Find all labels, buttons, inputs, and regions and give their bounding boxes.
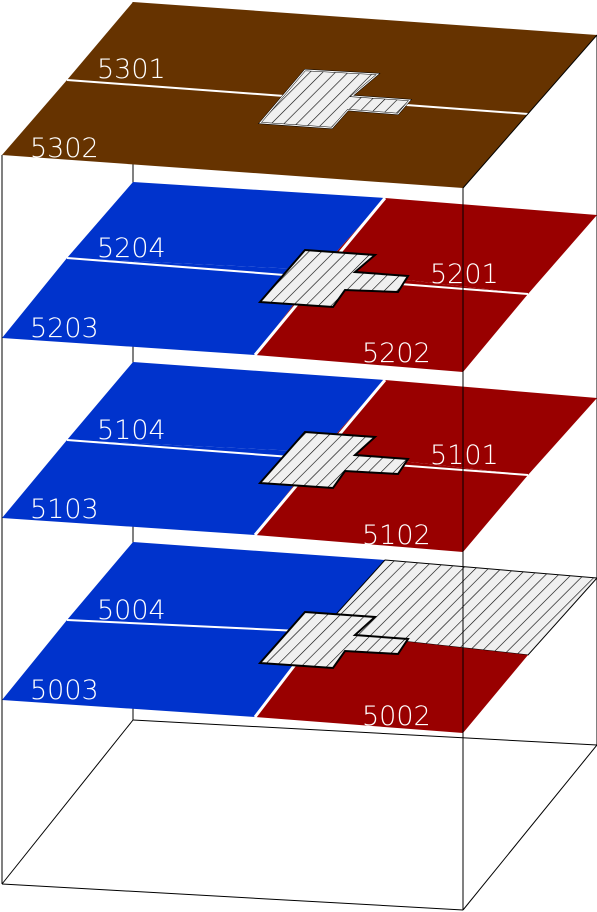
unit-label-5203: 5203: [30, 313, 99, 344]
unit-label-5103: 5103: [30, 494, 99, 525]
unit-5103-area[interactable]: [2, 440, 320, 535]
core-outline-inner: [258, 69, 412, 129]
unit-5101-area[interactable]: [320, 380, 597, 475]
unit-5203-area[interactable]: [2, 258, 320, 355]
unit-5003-area[interactable]: [2, 620, 320, 717]
unit-label-5101: 5101: [430, 440, 499, 471]
unit-label-5003: 5003: [30, 675, 99, 706]
core-stair-elevator: [257, 610, 410, 670]
unit-5301-area[interactable]: [67, 2, 597, 114]
unit-5204-area[interactable]: [67, 182, 385, 270]
unit-label-5201: 5201: [430, 259, 499, 290]
unit-label-5204: 5204: [97, 233, 166, 264]
unit-5104-area[interactable]: [67, 362, 385, 452]
unit-label-5002: 5002: [362, 701, 431, 732]
floor-51: 5104 5103 5101 5102: [2, 362, 597, 552]
unit-label-5202: 5202: [362, 338, 431, 369]
core-stair-elevator: [257, 430, 410, 490]
unit-5201-area[interactable]: [320, 198, 597, 294]
unit-label-5301: 5301: [97, 54, 166, 85]
unit-label-5302: 5302: [30, 133, 99, 164]
building-frame-front: [1, 34, 597, 911]
core-stair-elevator: [257, 248, 410, 309]
unit-divider: [66, 619, 321, 633]
floor-50: 5004 5003 5002: [2, 542, 597, 733]
unit-label-5102: 5102: [362, 520, 431, 551]
floor-52: 5204 5203 5201 5202: [2, 182, 597, 372]
unit-label-5104: 5104: [97, 415, 166, 446]
unit-5004-area[interactable]: [67, 542, 385, 632]
unit-label-5004: 5004: [97, 595, 166, 626]
floor-53: 5301 5302: [2, 2, 597, 188]
